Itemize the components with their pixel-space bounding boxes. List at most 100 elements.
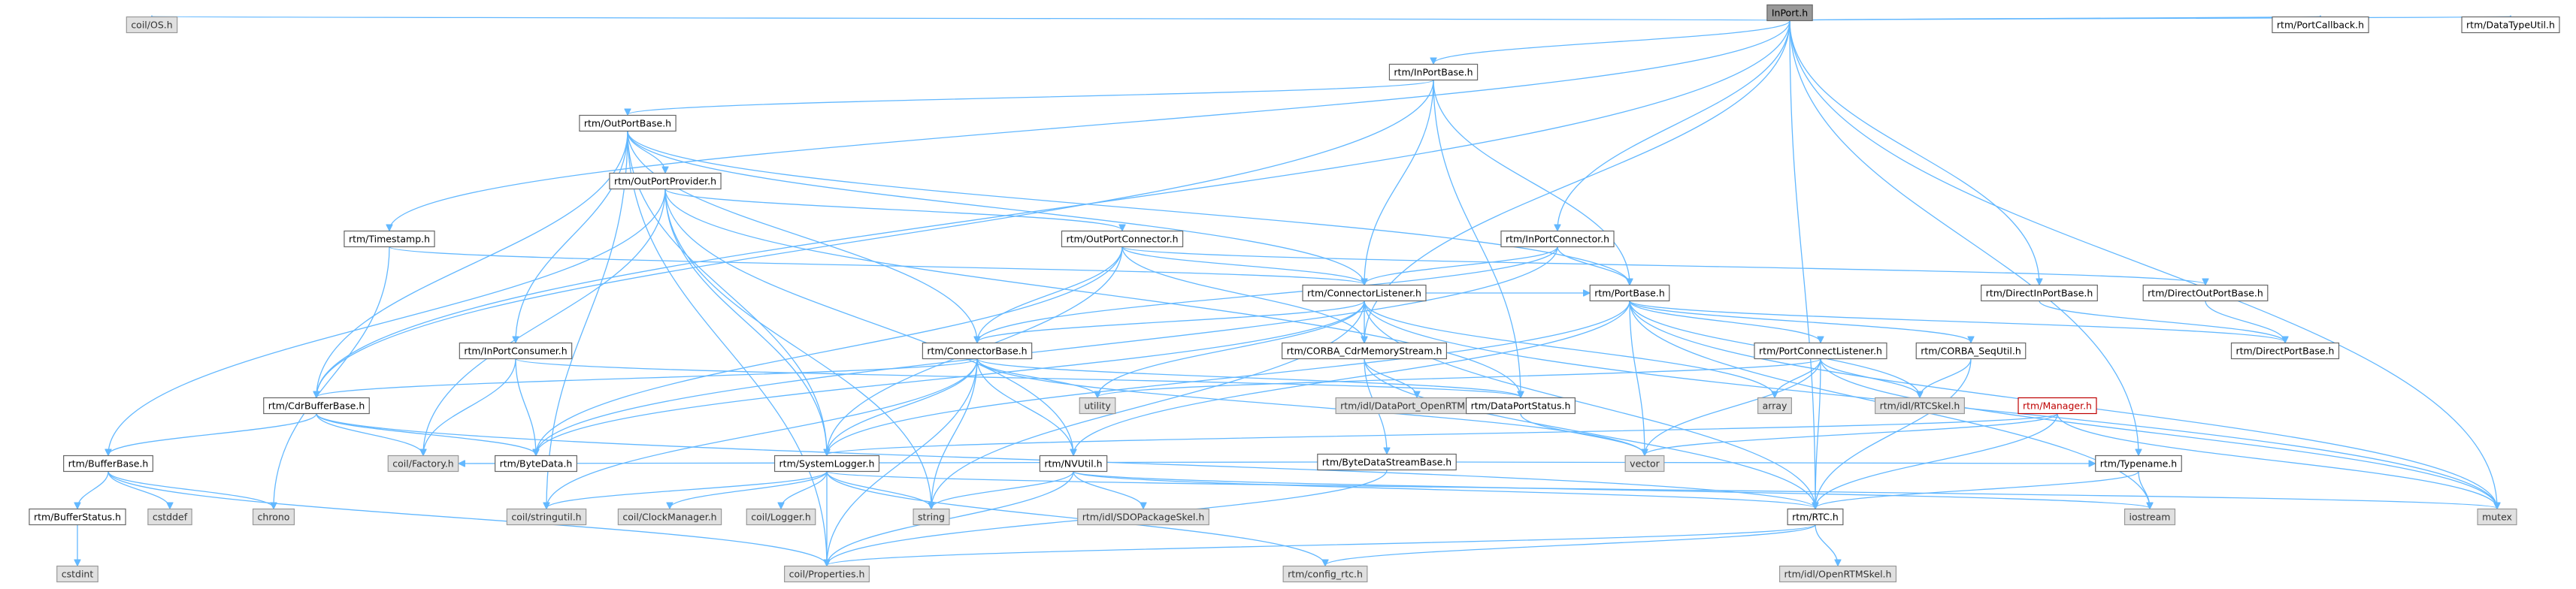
edge-connectorbase-to-systemlogger xyxy=(827,358,978,455)
node-bufferbase[interactable]: rtm/BufferBase.h xyxy=(63,455,153,473)
node-box xyxy=(495,455,577,473)
edge-portbase-to-directportbase xyxy=(1629,300,2285,343)
node-box xyxy=(2018,397,2097,415)
node-label: rtm/Manager.h xyxy=(2023,400,2092,412)
node-box xyxy=(1061,230,1184,248)
edge-cdrbufferbase-to-bufferbase xyxy=(108,413,317,455)
node-box xyxy=(2461,16,2560,34)
node-box xyxy=(1787,508,1844,526)
node-rtc[interactable]: rtm/RTC.h xyxy=(1787,508,1844,526)
node-coil-os: coil/OS.h xyxy=(126,16,178,34)
node-directoutportbase[interactable]: rtm/DirectOutPortBase.h xyxy=(2142,284,2269,302)
node-string: string xyxy=(913,508,950,526)
edge-inport-to-cdrbufferbase xyxy=(316,20,1790,397)
node-timestamp[interactable]: rtm/Timestamp.h xyxy=(344,230,435,248)
node-label: rtm/InPortConsumer.h xyxy=(464,346,567,357)
node-label: rtm/InPortBase.h xyxy=(1394,67,1473,78)
node-outportbase[interactable]: rtm/OutPortBase.h xyxy=(579,114,677,132)
node-inportconsumer[interactable]: rtm/InPortConsumer.h xyxy=(459,342,573,360)
node-directinportbase[interactable]: rtm/DirectInPortBase.h xyxy=(1981,284,2098,302)
node-typename[interactable]: rtm/Typename.h xyxy=(2095,455,2182,473)
edge-portbase-to-portconnectlistener xyxy=(1629,301,1821,343)
edge-dataportstatus-to-vector xyxy=(1520,413,1645,455)
node-bufferstatus[interactable]: rtm/BufferStatus.h xyxy=(29,508,126,526)
node-box xyxy=(1766,4,1813,22)
node-label: mutex xyxy=(2482,512,2512,523)
node-label: rtm/DataPortStatus.h xyxy=(1471,400,1571,412)
edge-portbase-to-nvutil xyxy=(1073,301,1630,455)
node-box xyxy=(579,114,677,132)
node-coil-properties: coil/Properties.h xyxy=(784,565,870,583)
edge-timestamp-to-connectorlistener xyxy=(389,246,1364,285)
node-box xyxy=(252,508,295,526)
node-connectorbase[interactable]: rtm/ConnectorBase.h xyxy=(922,342,1033,360)
edge-bufferbase-to-chrono xyxy=(107,471,274,509)
node-box xyxy=(1077,508,1209,526)
node-bytedata[interactable]: rtm/ByteData.h xyxy=(495,455,577,473)
edge-outportprovider-to-outportconnector xyxy=(664,188,1122,231)
edge-directoutportbase-to-directportbase xyxy=(2205,301,2285,343)
node-box xyxy=(1589,284,1670,302)
edge-inportbase-to-portbase xyxy=(1433,80,1630,285)
node-dataportstatus[interactable]: rtm/DataPortStatus.h xyxy=(1466,397,1576,415)
node-outportconnector[interactable]: rtm/OutPortConnector.h xyxy=(1061,230,1184,248)
edge-outportprovider-to-nvutil xyxy=(664,189,1073,455)
edge-connectorbase-to-dataportstatus xyxy=(976,358,1521,397)
node-systemlogger[interactable]: rtm/SystemLogger.h xyxy=(773,455,880,473)
node-box xyxy=(2477,508,2517,526)
node-box xyxy=(1624,455,1665,473)
node-inportconnector[interactable]: rtm/InPortConnector.h xyxy=(1500,230,1615,248)
node-outportprovider[interactable]: rtm/OutPortProvider.h xyxy=(609,172,722,190)
node-nvutil[interactable]: rtm/NVUtil.h xyxy=(1039,455,1108,473)
node-portbase[interactable]: rtm/PortBase.h xyxy=(1589,284,1670,302)
edge-portconnectlistener-to-vector xyxy=(1645,358,1821,455)
node-cdrbufferbase[interactable]: rtm/CdrBufferBase.h xyxy=(263,397,370,415)
node-box xyxy=(2230,342,2340,360)
edge-connectorbase-to-coil-stringutil xyxy=(546,358,978,509)
edge-inportconsumer-to-coil-factory xyxy=(423,358,516,455)
node-label: rtm/InPortConnector.h xyxy=(1506,234,1609,245)
edge-cdrbufferbase-to-bytedata xyxy=(316,413,536,455)
node-bytedatastreambase[interactable]: rtm/ByteDataStreamBase.h xyxy=(1317,453,1457,471)
node-corba-cdrmemorystream[interactable]: rtm/CORBA_CdrMemoryStream.h xyxy=(1281,342,1448,360)
dependency-nodes: InPort.h coil/OS.h rtm/InPortBase.h rtm/Por… xyxy=(29,4,2560,583)
node-label: rtm/DirectPortBase.h xyxy=(2236,346,2335,357)
node-box xyxy=(2272,16,2369,34)
edge-outportbase-to-connectorbase xyxy=(627,131,977,343)
node-portconnectlistener[interactable]: rtm/PortConnectListener.h xyxy=(1754,342,1887,360)
edge-connectorlistener-to-string xyxy=(931,301,1365,509)
node-label: iostream xyxy=(2130,512,2171,523)
edge-portconnectlistener-to-rtc xyxy=(1815,358,1821,509)
node-connectorlistener[interactable]: rtm/ConnectorListener.h xyxy=(1302,284,1427,302)
node-box xyxy=(913,508,950,526)
node-directportbase[interactable]: rtm/DirectPortBase.h xyxy=(2230,342,2340,360)
node-manager[interactable]: rtm/Manager.h xyxy=(2018,397,2097,415)
node-label: rtm/ByteDataStreamBase.h xyxy=(1322,457,1451,468)
edge-inportconnector-to-portbase xyxy=(1557,246,1630,285)
node-box xyxy=(1778,565,1897,583)
node-label: string xyxy=(918,512,945,523)
edge-systemlogger-to-string xyxy=(826,471,931,509)
edge-portconnectlistener-to-utility xyxy=(1097,358,1821,397)
node-label: rtm/BufferStatus.h xyxy=(34,512,121,523)
node-inportbase[interactable]: rtm/InPortBase.h xyxy=(1388,63,1479,81)
edge-outportconnector-to-connectorlistener xyxy=(1122,246,1364,285)
edge-systemlogger-to-coil-logger xyxy=(781,471,828,509)
edge-outportconnector-to-connectorbase xyxy=(977,246,1123,343)
node-box xyxy=(387,455,459,473)
edge-portbase-to-vector xyxy=(1629,301,1645,455)
node-coil-clockmanager: coil/ClockManager.h xyxy=(617,508,722,526)
edge-manager-to-vector xyxy=(1645,412,2058,455)
node-datatypeutil[interactable]: rtm/DataTypeUtil.h xyxy=(2461,16,2560,34)
node-iostream: iostream xyxy=(2123,508,2176,526)
node-label: InPort.h xyxy=(1772,8,1808,19)
node-portcallback[interactable]: rtm/PortCallback.h xyxy=(2272,16,2369,34)
edge-inport-to-timestamp xyxy=(389,20,1790,231)
edge-corba-sequtil-to-rtc xyxy=(1815,358,1972,509)
edge-connectorbase-to-coil-properties xyxy=(827,358,978,566)
node-box xyxy=(344,230,435,248)
edge-rtc-to-coil-properties xyxy=(827,524,1816,566)
edge-corba-cdrmemorystream-to-rtc xyxy=(1364,358,1815,509)
node-corba-sequtil[interactable]: rtm/CORBA_SeqUtil.h xyxy=(1915,342,2027,360)
node-inport[interactable]: InPort.h xyxy=(1766,4,1813,22)
